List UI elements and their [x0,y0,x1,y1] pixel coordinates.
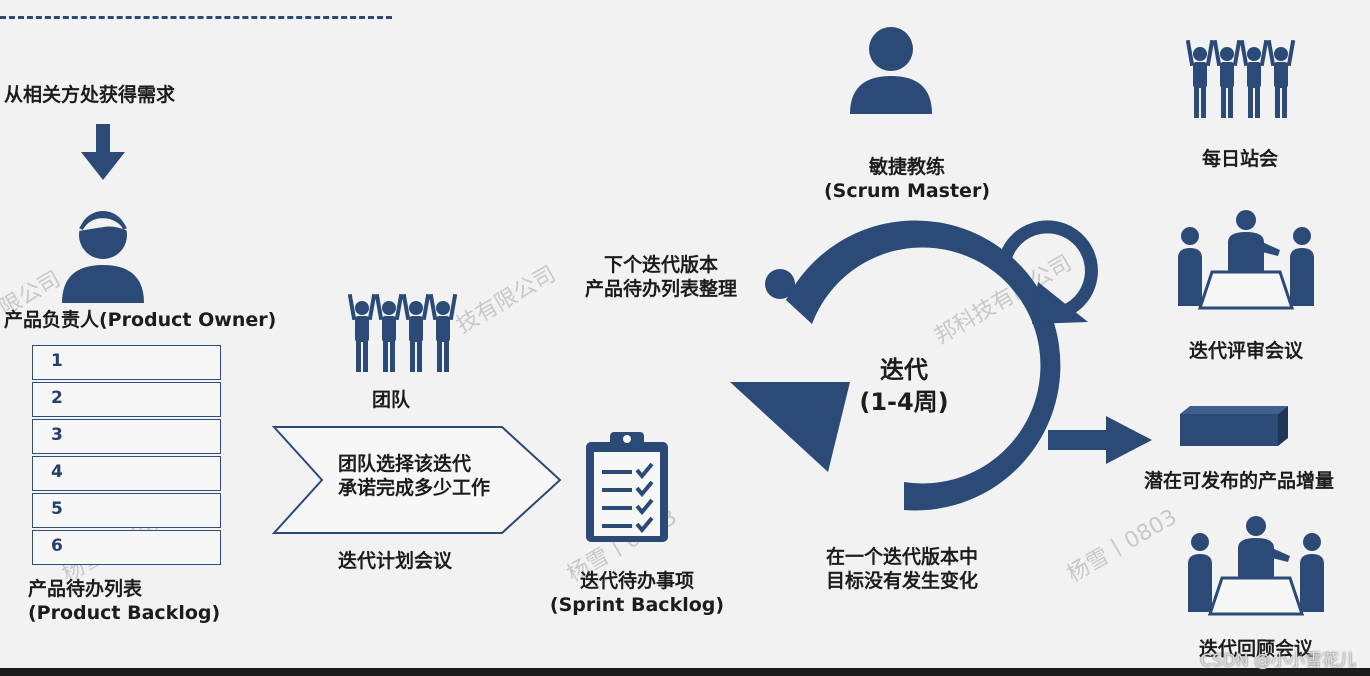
product-backlog-label: 产品待办列表 (Product Backlog) [28,578,221,624]
product-increment-label: 潜在可发布的产品增量 [1144,470,1335,492]
planning-chevron-shape [272,426,562,534]
sprint-retrospective-label: 迭代回顾会议 [1198,638,1313,660]
backlog-row: 4 [32,456,221,491]
scrum-master-label: 敏捷教练 (Scrum Master) [824,156,990,202]
sprint-goal-label: 在一个迭代版本中 目标没有发生变化 [825,546,978,592]
backlog-row: 6 [32,530,221,565]
sprint-review-icon [1178,210,1314,310]
sprint-duration-label: 迭代 (1-4周) [859,356,949,417]
scrum-master-icon [850,27,932,114]
backlog-row: 5 [32,493,221,528]
daily-standup-icon [1186,39,1296,118]
team-label: 团队 [372,389,411,411]
right-arrow-icon [1048,416,1152,464]
team-icon [348,293,458,372]
product-owner-icon [62,211,144,303]
planning-box-text: 团队选择该迭代 承诺完成多少工作 [338,453,491,499]
bottom-bar [0,668,1370,676]
down-arrow-icon [81,124,125,180]
watermark: 技有限公司 [452,261,561,339]
requirements-source-label: 从相关方处获得需求 [4,84,176,106]
clipboard-icon [586,432,668,542]
dashed-divider [0,16,392,19]
backlog-row: 2 [32,382,221,417]
sprint-backlog-label: 迭代待办事项 (Sprint Backlog) [549,570,725,616]
backlog-row: 3 [32,419,221,454]
backlog-refinement-label: 下个迭代版本 产品待办列表整理 [584,254,737,300]
backlog-row: 1 [32,345,221,380]
product-increment-icon [1180,406,1288,446]
product-owner-label: 产品负责人(Product Owner) [4,309,277,331]
csdn-credit: CSDN @小小雪花儿 [1200,651,1356,671]
daily-standup-label: 每日站会 [1201,148,1278,170]
sprint-review-label: 迭代评审会议 [1188,340,1303,362]
sprint-retrospective-icon [1188,516,1324,616]
sprint-planning-label: 迭代计划会议 [338,550,453,572]
sprint-cycle-arrow [730,220,1098,511]
